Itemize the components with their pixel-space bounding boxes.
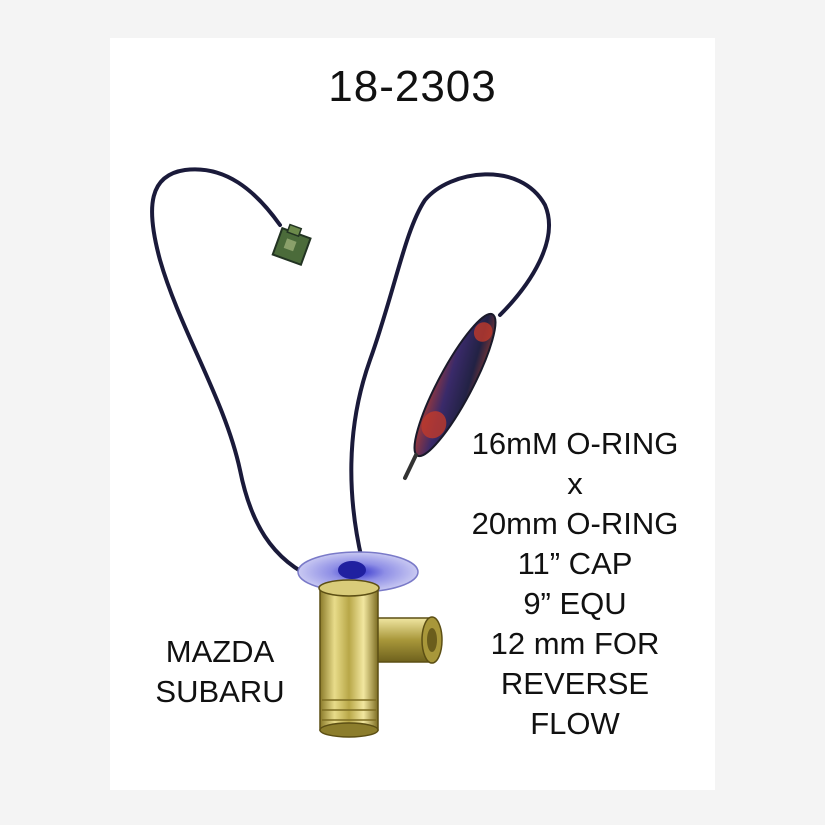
product-card <box>110 38 715 790</box>
spec-line-separator: x <box>567 466 583 501</box>
valve-body <box>297 551 443 738</box>
part-number: 18-2303 <box>328 62 497 111</box>
vehicle-makes: MAZDA SUBARU <box>140 632 300 712</box>
spec-line-cap: 11” CAP <box>517 546 633 581</box>
equalizer-tube <box>150 167 320 582</box>
spec-line-flow: FLOW <box>530 706 620 741</box>
make-subaru: SUBARU <box>155 674 285 709</box>
spec-list: 16mM O-RING x 20mm O-RING 11” CAP 9” EQU… <box>440 424 710 744</box>
spec-line-outlet: 20mm O-RING <box>471 506 679 541</box>
spec-line-equ: 9” EQU <box>523 586 627 621</box>
equalizer-fitting <box>271 223 312 267</box>
spec-line-inlet: 16mM O-RING <box>471 426 679 461</box>
make-mazda: MAZDA <box>165 634 275 669</box>
spec-line-reverse: REVERSE <box>500 666 650 701</box>
spec-line-size: 12 mm FOR <box>490 626 660 661</box>
capillary-tube <box>349 172 551 562</box>
bulb-tip <box>403 453 418 480</box>
